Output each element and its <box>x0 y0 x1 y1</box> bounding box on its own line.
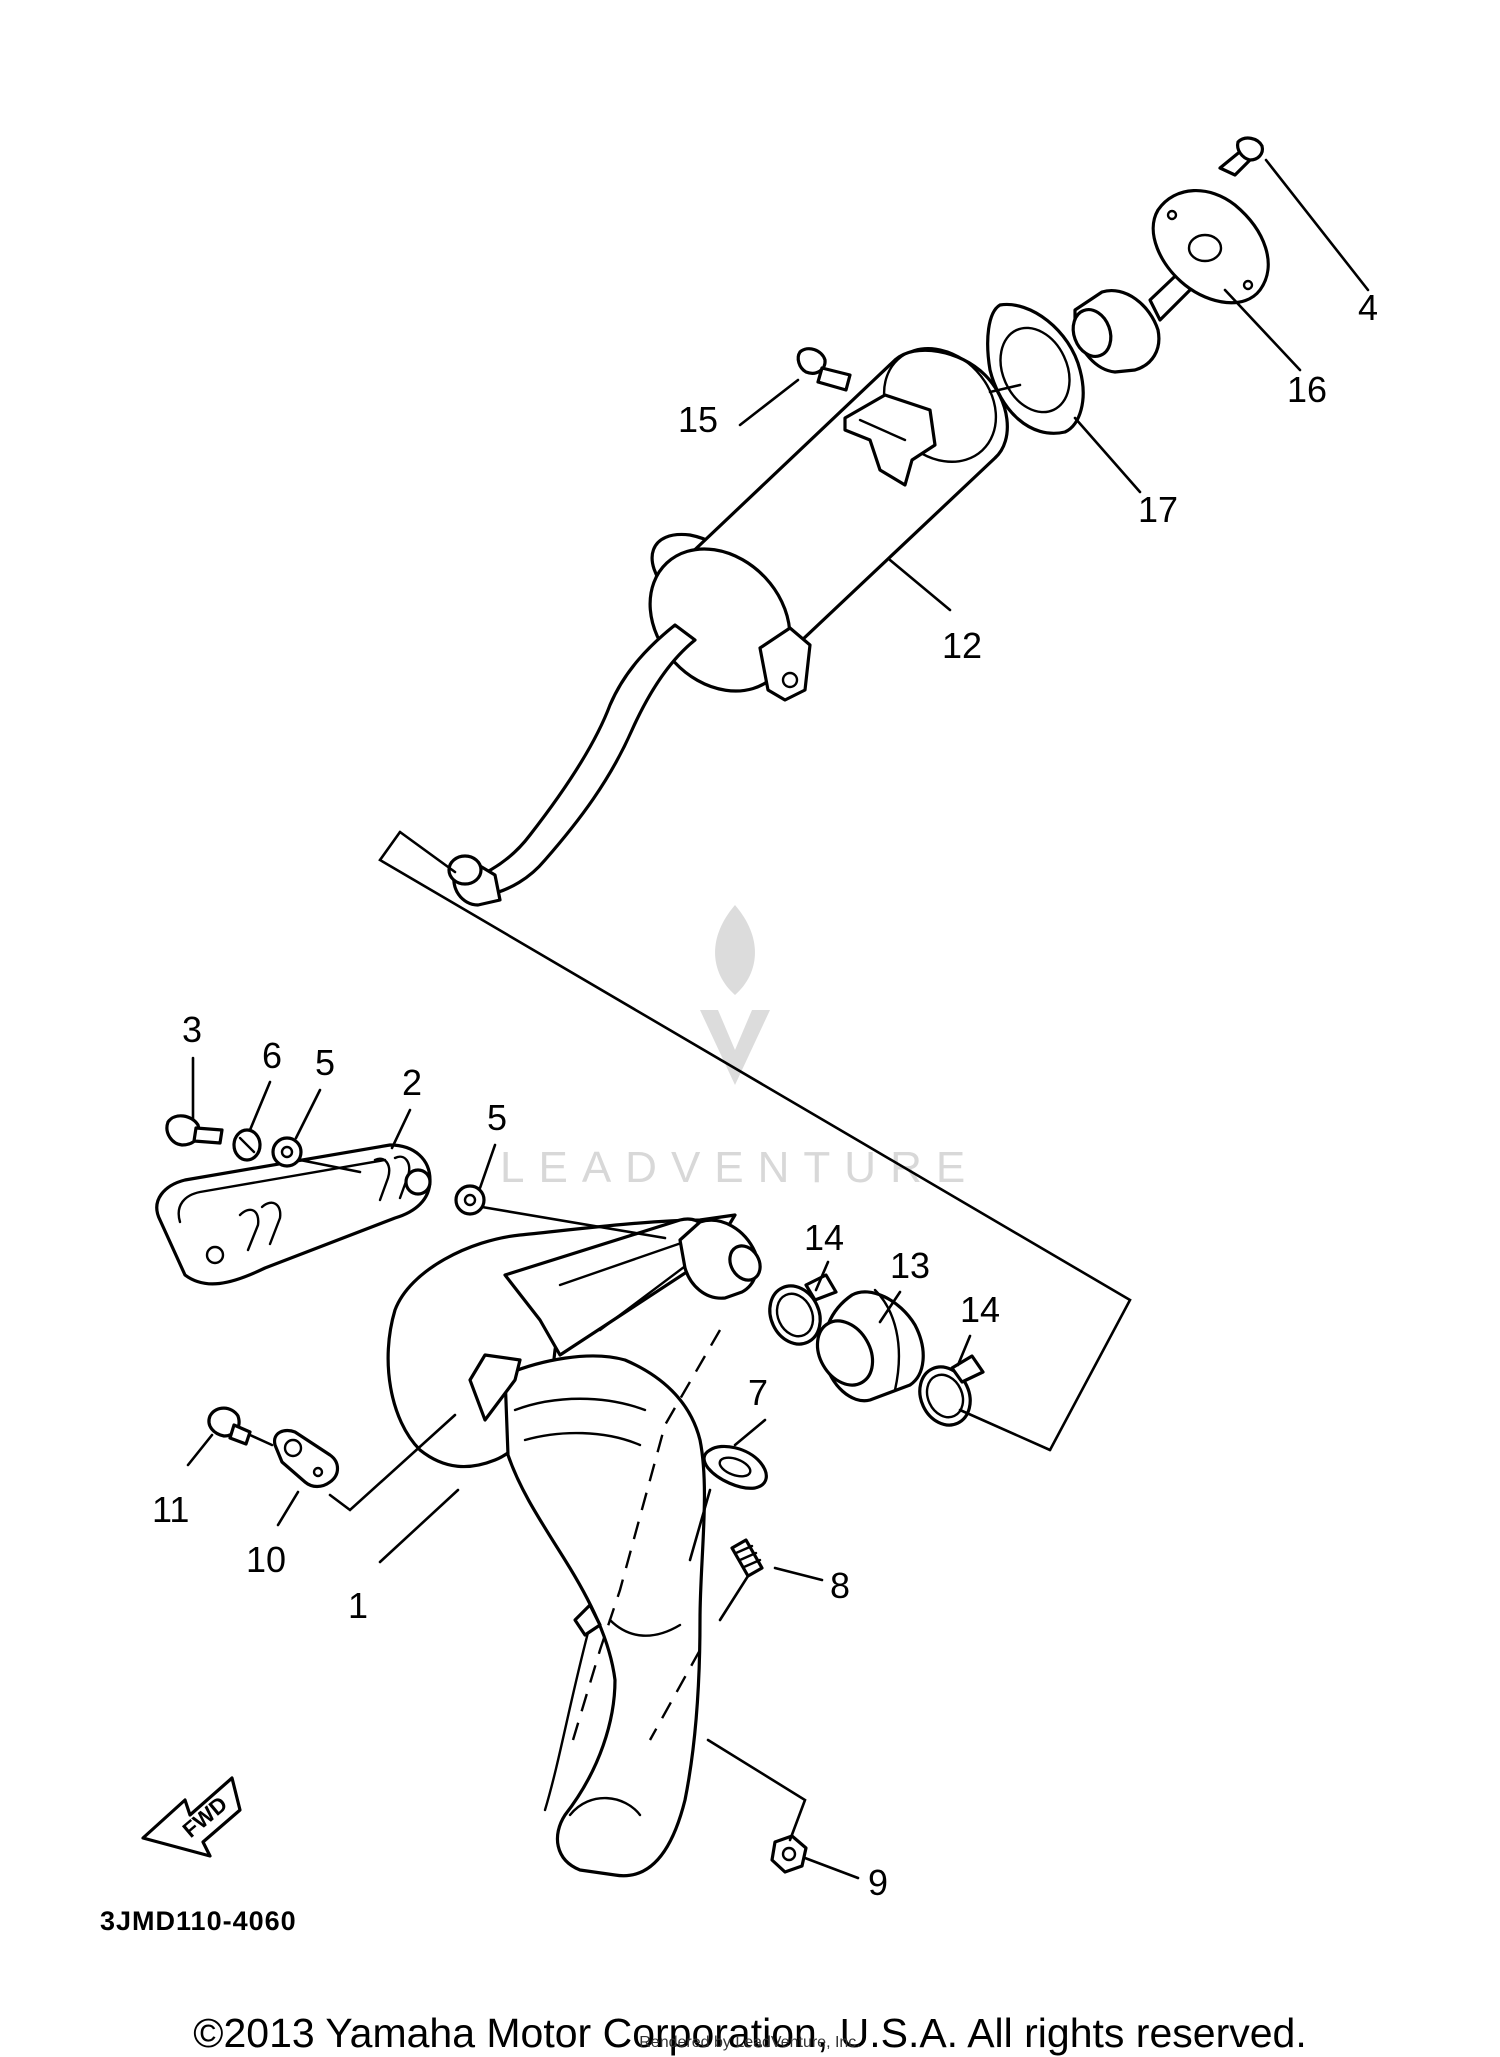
part-bolt-3 <box>165 1114 224 1147</box>
part-screw-4 <box>1218 136 1264 177</box>
callouts: 4 16 17 15 12 3 6 5 2 5 14 13 14 7 8 9 1… <box>152 287 1378 1903</box>
callout-9: 9 <box>868 1862 888 1903</box>
callout-14a: 14 <box>804 1217 844 1258</box>
callout-5a: 5 <box>315 1042 335 1083</box>
diagram-code: 3JMD110-4060 <box>100 1906 297 1936</box>
callout-10: 10 <box>246 1539 286 1580</box>
callout-13: 13 <box>890 1245 930 1286</box>
part-heat-protector <box>155 1143 432 1286</box>
part-spring-washer-6 <box>232 1128 262 1162</box>
callout-8: 8 <box>830 1565 850 1606</box>
callout-3: 3 <box>182 1009 202 1050</box>
part-muffler <box>447 347 1009 907</box>
callout-4: 4 <box>1358 287 1378 328</box>
callout-5b: 5 <box>487 1097 507 1138</box>
forward-arrow: FWD <box>141 1776 242 1858</box>
part-washer-5a <box>271 1136 303 1168</box>
part-exhaust-chamber <box>386 1213 737 1878</box>
callout-17: 17 <box>1138 489 1178 530</box>
callout-14b: 14 <box>960 1289 1000 1330</box>
callout-16: 16 <box>1287 369 1327 410</box>
copyright-notice: ©2013 Yamaha Motor Corporation, U.S.A. A… <box>193 2010 1307 2056</box>
part-clamp-14b <box>918 1354 985 1427</box>
callout-15: 15 <box>678 399 718 440</box>
rendered-by-notice: Rendered by LeadVenture, Inc. <box>639 2034 861 2051</box>
callout-7: 7 <box>748 1372 768 1413</box>
part-bracket-10 <box>272 1428 340 1489</box>
leader-lines <box>186 158 1370 1880</box>
leadventure-watermark: LEADVENTURE <box>500 905 979 1192</box>
part-header-stub <box>678 1218 762 1300</box>
watermark-text: LEADVENTURE <box>500 1143 979 1192</box>
part-joint-13 <box>815 1288 925 1403</box>
callout-11: 11 <box>152 1489 189 1530</box>
part-damper-7 <box>702 1444 768 1490</box>
part-collar-8 <box>730 1538 764 1578</box>
part-washer-5b <box>454 1184 486 1216</box>
part-bolt-11 <box>207 1406 252 1446</box>
part-clamp-14a <box>768 1273 838 1346</box>
callout-1: 1 <box>348 1585 368 1626</box>
part-gasket-17 <box>986 302 1085 435</box>
callout-6: 6 <box>262 1035 282 1076</box>
part-nut-9 <box>770 1834 808 1874</box>
part-bolt-15 <box>796 347 852 392</box>
callout-12: 12 <box>942 625 982 666</box>
callout-2: 2 <box>402 1062 422 1103</box>
part-spark-arrester-16 <box>1071 189 1270 374</box>
